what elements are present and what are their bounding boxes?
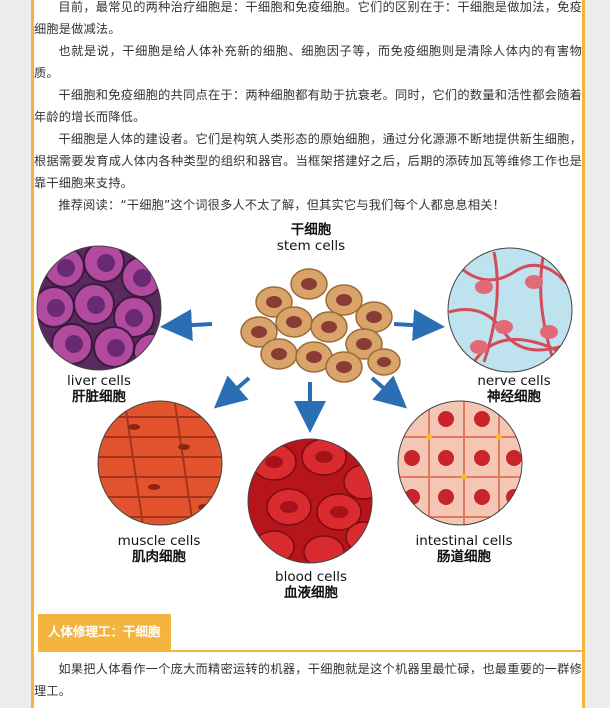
right-frame-border — [582, 0, 610, 708]
left-frame-border — [0, 0, 34, 708]
paragraph-1: 目前，最常见的两种治疗细胞是：干细胞和免疫细胞。它们的区别在于：干细胞是做加法，… — [34, 0, 582, 36]
liver-cells-circle — [37, 246, 161, 370]
liver-cells-label: liver cells 肝脏细胞 — [67, 373, 131, 406]
intestinal-cells-circle — [398, 401, 522, 525]
illustration-graphic — [36, 245, 573, 564]
stem-cell-illustration: 干细胞 stem cells liver cells 肝脏细胞 nerve ce… — [34, 222, 582, 612]
section-title: 人体修理工：干细胞 — [38, 614, 171, 650]
nerve-cells-circle — [448, 248, 572, 372]
muscle-cells-label: muscle cells 肌肉细胞 — [117, 533, 201, 566]
intestinal-cells-label: intestinal cells 肠道细胞 — [415, 533, 513, 566]
paragraph-4: 干细胞是人体的建设者。它们是构筑人类形态的原始细胞，通过分化源源不断地提供新生细… — [34, 132, 582, 190]
article-content: 目前，最常见的两种治疗细胞是：干细胞和免疫细胞。它们的区别在于：干细胞是做加法，… — [34, 0, 582, 708]
arrow-to-muscle — [213, 375, 251, 409]
muscle-cells-circle — [98, 401, 222, 525]
arrow-to-nerve — [393, 309, 445, 342]
paragraph-2: 也就是说，干细胞是给人体补充新的细胞、细胞因子等，而免疫细胞则是清除人体内的有害… — [34, 44, 582, 80]
blood-cells-circle — [248, 439, 372, 563]
stem-cells-cluster — [240, 268, 401, 383]
blood-cells-label: blood cells 血液细胞 — [275, 569, 347, 602]
stem-cells-label: 干细胞 stem cells — [276, 222, 346, 254]
arrow-to-intestinal — [370, 375, 408, 409]
section-paragraph: 如果把人体看作一个庞大而精密运转的机器，干细胞就是这个机器里最忙碌，也最重要的一… — [34, 662, 582, 698]
paragraph-3: 干细胞和免疫细胞的共同点在于：两种细胞都有助于抗衰老。同时，它们的数量和活性都会… — [34, 88, 582, 124]
nerve-cells-label: nerve cells 神经细胞 — [477, 373, 551, 406]
arrow-to-liver — [160, 309, 213, 342]
paragraph-recommend: 推荐阅读：“干细胞”这个词很多人不太了解，但其实它与我们每个人都息息相关！ — [58, 198, 505, 212]
section-divider — [38, 650, 582, 652]
